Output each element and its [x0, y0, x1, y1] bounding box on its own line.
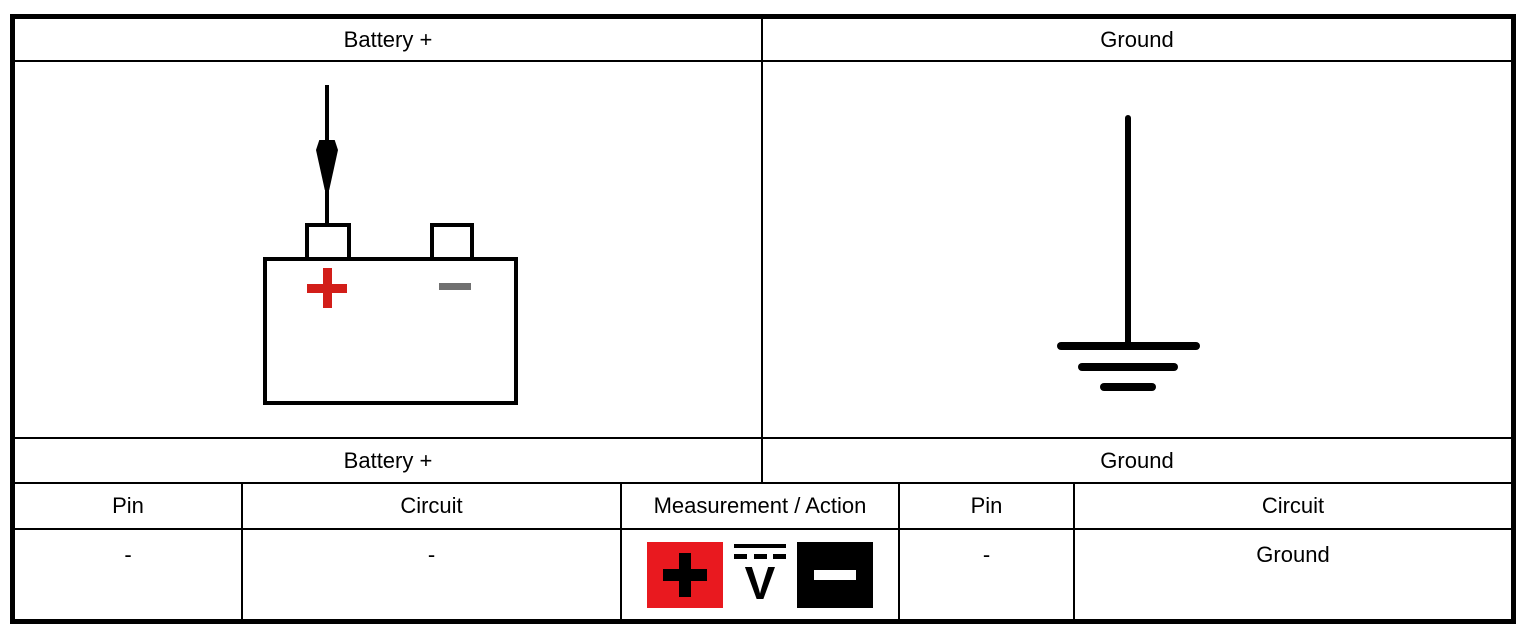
measurement-action-cell: V — [622, 530, 900, 619]
right-pin-column-header: Pin — [900, 484, 1075, 530]
black-minus-probe-icon — [797, 542, 873, 608]
measurement-table: Battery + Ground Battery + Gr — [10, 14, 1516, 624]
right-pin-header-label: Pin — [970, 493, 1003, 518]
ground-header-cell: Ground — [763, 19, 1511, 62]
right-circuit-value-cell: Ground — [1075, 530, 1511, 619]
left-pin-column-header: Pin — [15, 484, 243, 530]
left-circuit-value-cell: - — [243, 530, 622, 619]
dc-symbol-dash — [753, 554, 767, 559]
battery-plus-symbol-vertical — [323, 268, 332, 308]
ground-caption-cell: Ground — [763, 439, 1511, 484]
battery-symbol-cell — [15, 62, 763, 439]
battery-plus-header: Battery + — [343, 26, 433, 52]
dc-voltage-meter-icon: V — [732, 542, 788, 609]
battery-positive-terminal — [305, 223, 351, 261]
left-pin-header-label: Pin — [112, 493, 144, 518]
ground-symbol-cell — [763, 62, 1511, 439]
left-circuit-header-label: Circuit — [400, 493, 463, 518]
right-circuit-column-header: Circuit — [1075, 484, 1511, 530]
battery-negative-terminal — [430, 223, 474, 261]
left-pin-value-cell: - — [15, 530, 243, 619]
ground-symbol-bar-bottom — [1100, 383, 1156, 391]
measurement-action-header-label: Measurement / Action — [653, 493, 867, 518]
battery-body-icon — [263, 257, 518, 405]
dc-symbol-dash — [773, 554, 786, 559]
probe-lead-line — [325, 85, 329, 142]
dc-symbol-dash — [734, 554, 747, 559]
right-pin-value: - — [982, 542, 991, 567]
ground-symbol-stem — [1125, 115, 1131, 346]
dc-symbol-solid-line — [734, 544, 786, 548]
test-probe-tip-icon — [316, 140, 338, 190]
plus-icon-vertical-bar — [679, 553, 691, 597]
right-circuit-header-label: Circuit — [1261, 493, 1325, 518]
minus-icon-bar — [814, 570, 856, 580]
dc-symbol-dashed-line — [734, 554, 786, 559]
probe-lead-line-lower — [325, 186, 329, 225]
right-circuit-value: Ground — [1256, 542, 1330, 567]
ground-caption: Ground — [1100, 447, 1174, 473]
ground-header: Ground — [1100, 26, 1174, 52]
ground-symbol-bar-top — [1057, 342, 1200, 350]
measurement-action-column-header: Measurement / Action — [622, 484, 900, 530]
left-pin-value: - — [124, 542, 132, 567]
battery-plus-caption-cell: Battery + — [15, 439, 763, 484]
left-circuit-column-header: Circuit — [243, 484, 622, 530]
red-plus-probe-icon — [647, 542, 723, 608]
right-pin-value-cell: - — [900, 530, 1075, 619]
ground-symbol-bar-middle — [1078, 363, 1178, 371]
left-circuit-value: - — [427, 542, 436, 567]
battery-minus-symbol — [439, 283, 471, 290]
battery-plus-caption: Battery + — [343, 447, 433, 473]
volts-letter: V — [744, 557, 776, 609]
battery-plus-header-cell: Battery + — [15, 19, 763, 62]
